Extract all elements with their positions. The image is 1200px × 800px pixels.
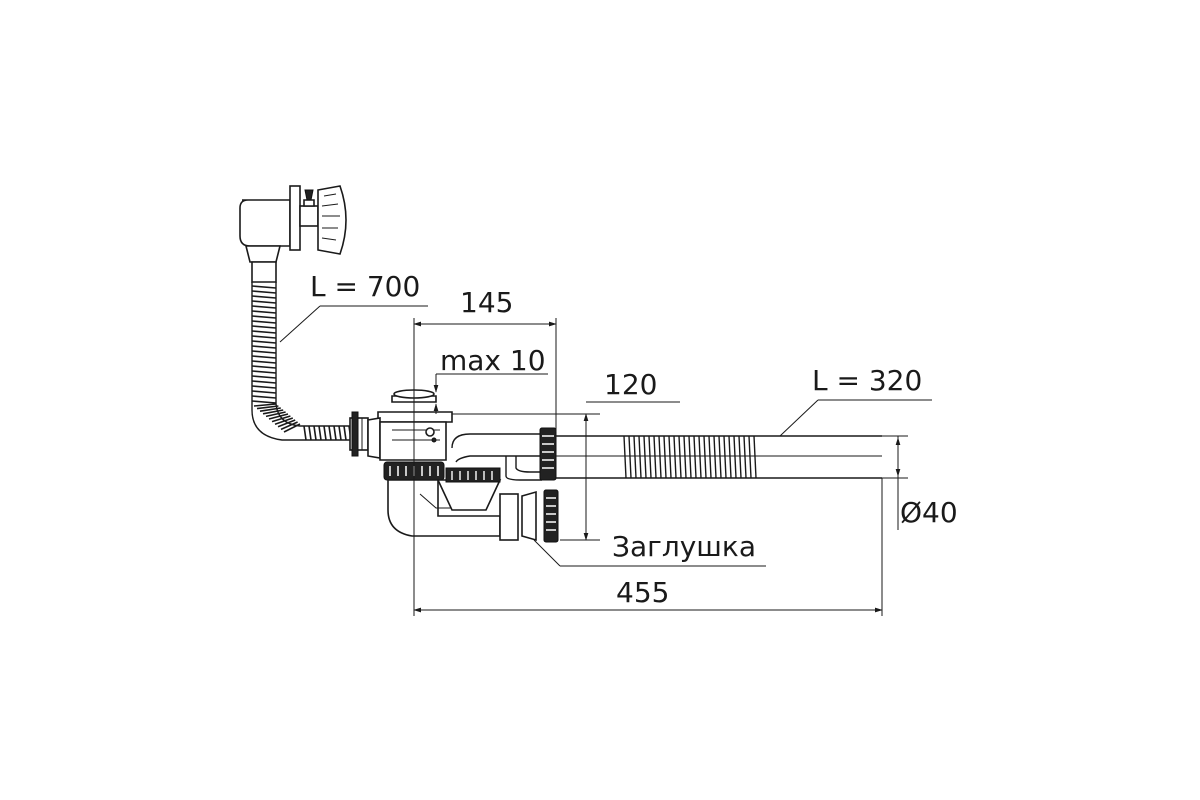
label-dimension-455: 455	[616, 576, 669, 609]
hose-rib	[753, 435, 757, 479]
hose-rib	[251, 320, 277, 324]
hose-rib	[262, 409, 284, 415]
overflow-head	[239, 185, 347, 263]
hose-rib	[718, 435, 722, 479]
hose-rib	[328, 425, 332, 441]
hose-rib	[648, 435, 652, 479]
label-plug: Заглушка	[612, 530, 756, 563]
hose-rib	[251, 335, 277, 339]
hose-rib	[313, 425, 317, 441]
hose-rib	[623, 435, 627, 479]
hose-rib	[251, 330, 277, 334]
hose-rib	[713, 435, 717, 479]
hose-rib	[251, 360, 277, 364]
label-diameter-40: Ø40	[900, 496, 958, 529]
label-max-10: max 10	[440, 344, 546, 377]
hose-rib	[251, 375, 277, 379]
siphon-body	[367, 389, 559, 543]
hose-rib	[658, 435, 662, 479]
hose-rib	[251, 365, 277, 369]
hose-rib	[683, 435, 687, 479]
hose-rib	[638, 435, 642, 479]
label-overflow-hose-length: L = 700	[310, 270, 420, 303]
overflow-hose	[251, 261, 369, 457]
hose-rib	[259, 407, 281, 412]
hose-rib	[303, 425, 307, 441]
hose-rib	[251, 350, 277, 354]
hose-rib	[251, 340, 277, 344]
hose-rib	[678, 435, 682, 479]
hose-rib	[708, 435, 712, 479]
hose-rib	[251, 295, 277, 299]
hose-rib	[693, 435, 697, 479]
hose-rib	[333, 425, 337, 441]
hose-rib	[318, 425, 322, 441]
hose-rib	[668, 435, 672, 479]
hose-rib	[251, 390, 277, 394]
hose-rib	[643, 435, 647, 479]
hose-rib	[251, 345, 277, 349]
hose-rib	[323, 425, 327, 441]
hose-rib	[343, 425, 347, 441]
hose-rib	[283, 423, 301, 433]
hose-rib	[251, 380, 277, 384]
hose-rib	[653, 435, 657, 479]
hose-rib	[256, 405, 279, 410]
hose-rib	[251, 325, 277, 329]
hose-rib	[271, 415, 291, 423]
hose-rib	[251, 290, 277, 294]
hose-rib	[338, 425, 342, 441]
hose-rib	[733, 435, 737, 479]
hose-rib	[251, 300, 277, 304]
hose-rib	[251, 400, 277, 404]
label-dimension-145: 145	[460, 286, 513, 319]
hose-rib	[268, 413, 289, 420]
hose-rib	[723, 435, 727, 479]
dimension-lines	[279, 305, 932, 616]
hose-rib	[251, 315, 277, 319]
hose-rib	[663, 435, 667, 479]
label-dimension-120: 120	[604, 368, 657, 401]
hose-rib	[277, 419, 296, 428]
hose-rib	[253, 403, 277, 407]
hose-rib	[308, 425, 312, 441]
hose-rib	[280, 421, 298, 431]
hose-rib	[728, 435, 732, 479]
hose-rib	[633, 435, 637, 479]
hose-rib	[748, 435, 752, 479]
hose-rib	[251, 355, 277, 359]
hose-rib	[251, 285, 277, 289]
hose-rib	[628, 435, 632, 479]
drain-hose	[556, 435, 882, 479]
hose-rib	[251, 305, 277, 309]
hose-rib	[251, 395, 277, 399]
hose-rib	[703, 435, 707, 479]
hose-rib	[698, 435, 702, 479]
hose-rib	[743, 435, 747, 479]
hose-rib	[251, 385, 277, 389]
hose-rib	[265, 411, 286, 418]
hose-rib	[251, 310, 277, 314]
hose-rib	[251, 370, 277, 374]
hose-rib	[274, 417, 294, 425]
hose-rib	[738, 435, 742, 479]
hose-rib	[673, 435, 677, 479]
label-drain-hose-length: L = 320	[812, 364, 922, 397]
hose-rib	[688, 435, 692, 479]
